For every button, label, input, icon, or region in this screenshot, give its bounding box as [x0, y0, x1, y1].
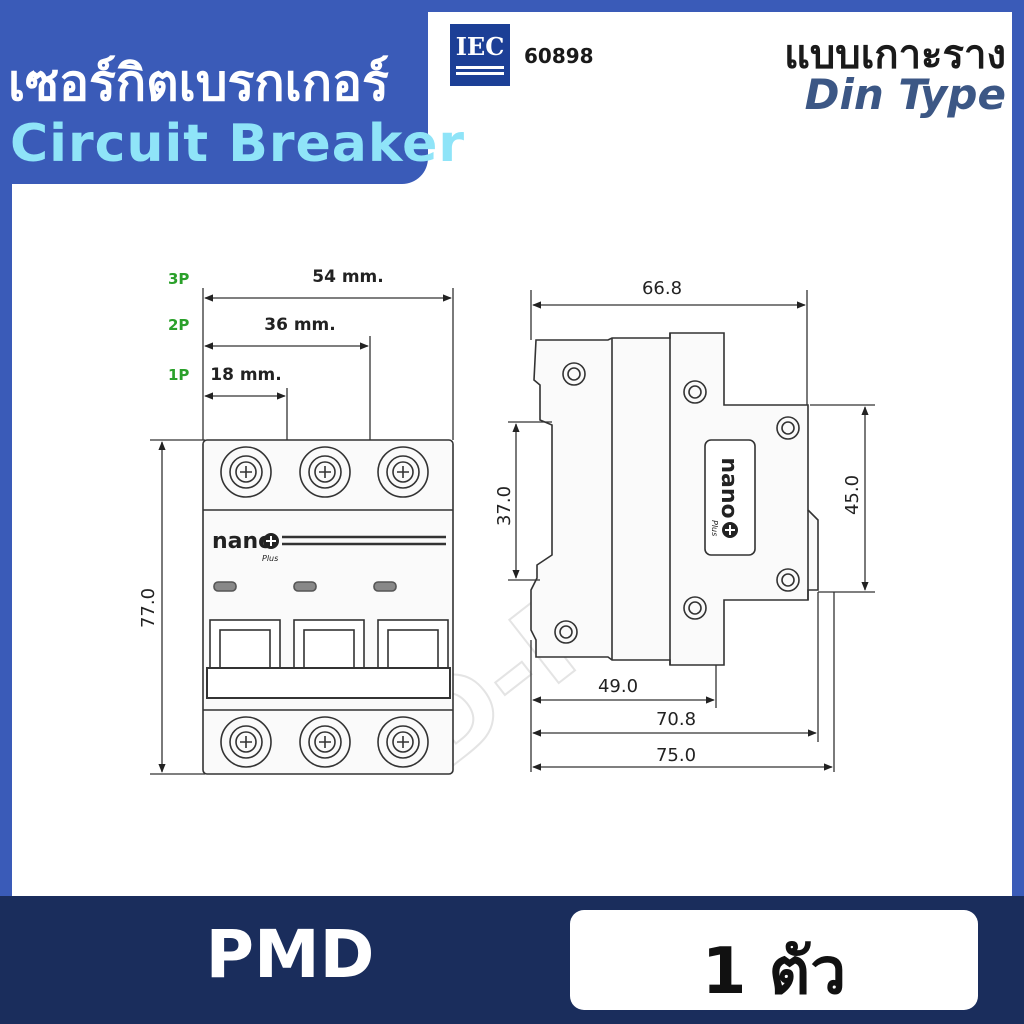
top-terminals: [220, 446, 429, 498]
bottom-terminals: [220, 716, 429, 768]
dim-height-77: 77.0: [138, 588, 159, 628]
footer-bar: PMD 1 ตัว: [0, 896, 1024, 1024]
dim-49-0: 49.0: [598, 676, 638, 697]
dim-66-8: 66.8: [642, 278, 682, 299]
front-body: [202, 439, 454, 775]
dim-75-0: 75.0: [656, 745, 696, 766]
front-view: 3P 2P 1P 54 mm. 36 mm. 18 mm. 77.0: [138, 267, 454, 775]
iec-logo-text: IEC: [455, 32, 505, 61]
dim-54mm: 54 mm.: [312, 267, 383, 287]
pole-label-1p: 1P: [168, 366, 189, 384]
title-english: Circuit Breaker: [10, 114, 465, 174]
mount-type-english: Din Type: [804, 70, 1006, 119]
dim-36mm: 36 mm.: [264, 315, 335, 335]
front-brand-sub: Plus: [262, 554, 278, 563]
model-code: PMD: [205, 916, 375, 993]
title-thai: เซอร์กิตเบรกเกอร์: [8, 54, 389, 112]
dim-70-8: 70.8: [656, 709, 696, 730]
quantity-box: 1 ตัว: [570, 910, 978, 1010]
side-body: [530, 332, 819, 666]
quantity-text: 1 ตัว: [701, 935, 847, 1009]
iec-logo-lines: [456, 66, 504, 75]
pole-label-2p: 2P: [168, 316, 189, 334]
side-label-plate: [704, 439, 756, 556]
toggle-levers: [206, 619, 451, 699]
side-brand-sub: Plus: [710, 520, 719, 536]
iec-logo-icon: IEC: [450, 24, 510, 86]
title-panel: เซอร์กิตเบรกเกอร์ Circuit Breaker: [0, 0, 464, 184]
mount-type-thai: แบบเกาะราง: [784, 32, 1006, 78]
side-brand-logo: nano: [716, 457, 741, 518]
pole-label-3p: 3P: [168, 270, 189, 288]
dim-45-0: 45.0: [842, 475, 863, 515]
dim-18mm: 18 mm.: [210, 365, 281, 385]
dim-37-0: 37.0: [494, 486, 515, 526]
side-view: 66.8 nano Plus 37.0 45.0: [494, 278, 875, 772]
standard-number: 60898: [524, 44, 594, 68]
